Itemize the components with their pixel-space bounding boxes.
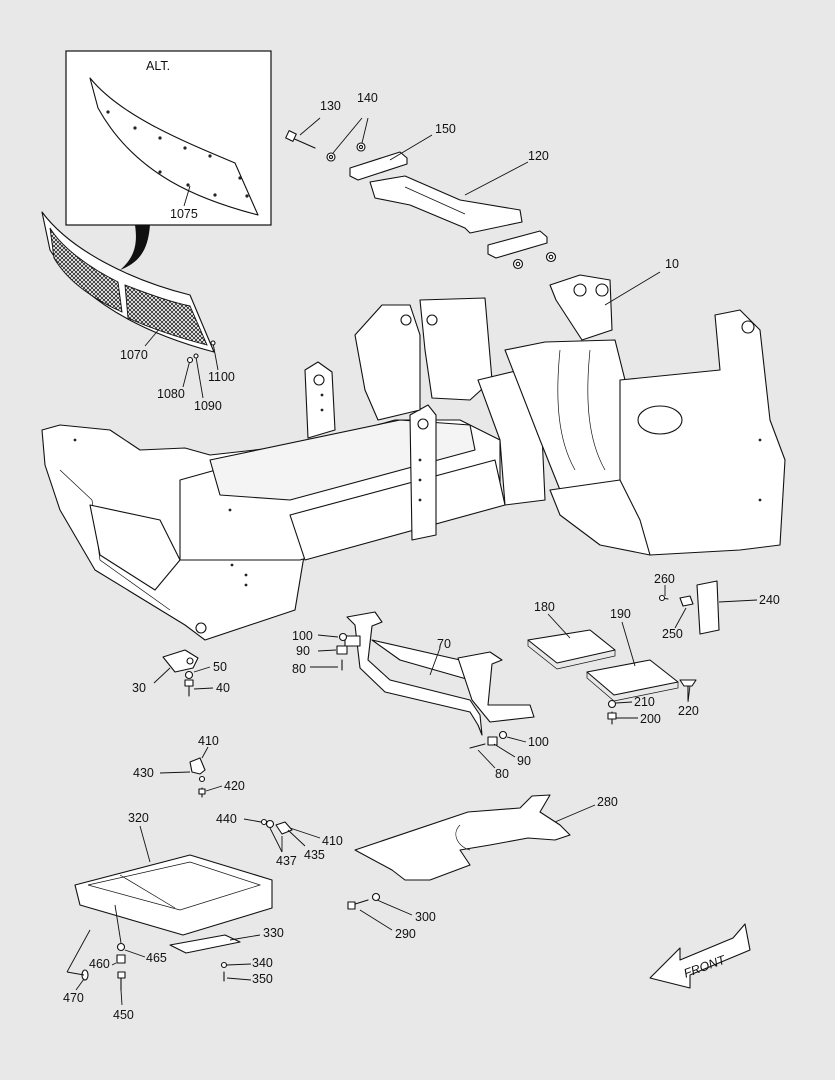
callout-330: 330	[263, 926, 284, 940]
callout-120: 120	[528, 149, 549, 163]
callout-220: 220	[678, 704, 699, 718]
callout-240: 240	[759, 593, 780, 607]
front-arrow: FRONT	[649, 923, 751, 989]
tray-320	[66, 825, 273, 1006]
callout-460: 460	[89, 957, 110, 971]
callout-1070: 1070	[120, 348, 148, 362]
callout-10: 10	[665, 257, 679, 271]
callout-410b: 410	[322, 834, 343, 848]
callout-250: 250	[662, 627, 683, 641]
inset-pointer	[120, 225, 150, 270]
callout-90a: 90	[296, 644, 310, 658]
callout-290: 290	[395, 927, 416, 941]
callout-140: 140	[357, 91, 378, 105]
callout-320: 320	[128, 811, 149, 825]
callout-465: 465	[146, 951, 167, 965]
crossmember-assembly-120	[285, 117, 557, 270]
callout-450: 450	[113, 1008, 134, 1022]
alt-grille-panel	[89, 77, 259, 216]
callout-420: 420	[224, 779, 245, 793]
front-grille-1070	[41, 211, 219, 399]
callout-410a: 410	[198, 734, 219, 748]
plate-190	[586, 621, 697, 725]
callout-340: 340	[252, 956, 273, 970]
callout-260: 260	[654, 572, 675, 586]
callout-437: 437	[276, 854, 297, 868]
callout-210: 210	[634, 695, 655, 709]
callout-90b: 90	[517, 754, 531, 768]
callout-80b: 80	[495, 767, 509, 781]
panel-240	[658, 580, 758, 635]
callout-280: 280	[597, 795, 618, 809]
main-frame-10	[41, 271, 786, 641]
alt-inset: ALT. 1075	[65, 50, 272, 226]
callout-100a: 100	[292, 629, 313, 643]
belly-pan-280	[347, 794, 596, 931]
callout-1090: 1090	[194, 399, 222, 413]
callout-440: 440	[216, 812, 237, 826]
callout-435: 435	[304, 848, 325, 862]
bracket-30	[153, 649, 214, 697]
callout-150: 150	[435, 122, 456, 136]
callout-50: 50	[213, 660, 227, 674]
plate-180	[527, 613, 616, 670]
callout-300: 300	[415, 910, 436, 924]
callout-40: 40	[216, 681, 230, 695]
callout-1075: 1075	[170, 207, 198, 221]
callout-labels: 10 30 40 50 70 80 80 90 90 100 100 120 1…	[63, 91, 780, 1022]
callout-70: 70	[437, 637, 451, 651]
callout-430: 430	[133, 766, 154, 780]
callout-30: 30	[132, 681, 146, 695]
callout-190: 190	[610, 607, 631, 621]
callout-100b: 100	[528, 735, 549, 749]
callout-1100: 1100	[208, 370, 235, 384]
callout-200: 200	[640, 712, 661, 726]
callout-1080: 1080	[157, 387, 185, 401]
callout-130: 130	[320, 99, 341, 113]
callout-80a: 80	[292, 662, 306, 676]
support-70	[310, 611, 535, 769]
callout-470: 470	[63, 991, 84, 1005]
inset-caption: ALT.	[146, 59, 170, 73]
hardware-435	[243, 818, 321, 853]
callout-350: 350	[252, 972, 273, 986]
callout-180: 180	[534, 600, 555, 614]
bracket-410	[159, 746, 223, 798]
